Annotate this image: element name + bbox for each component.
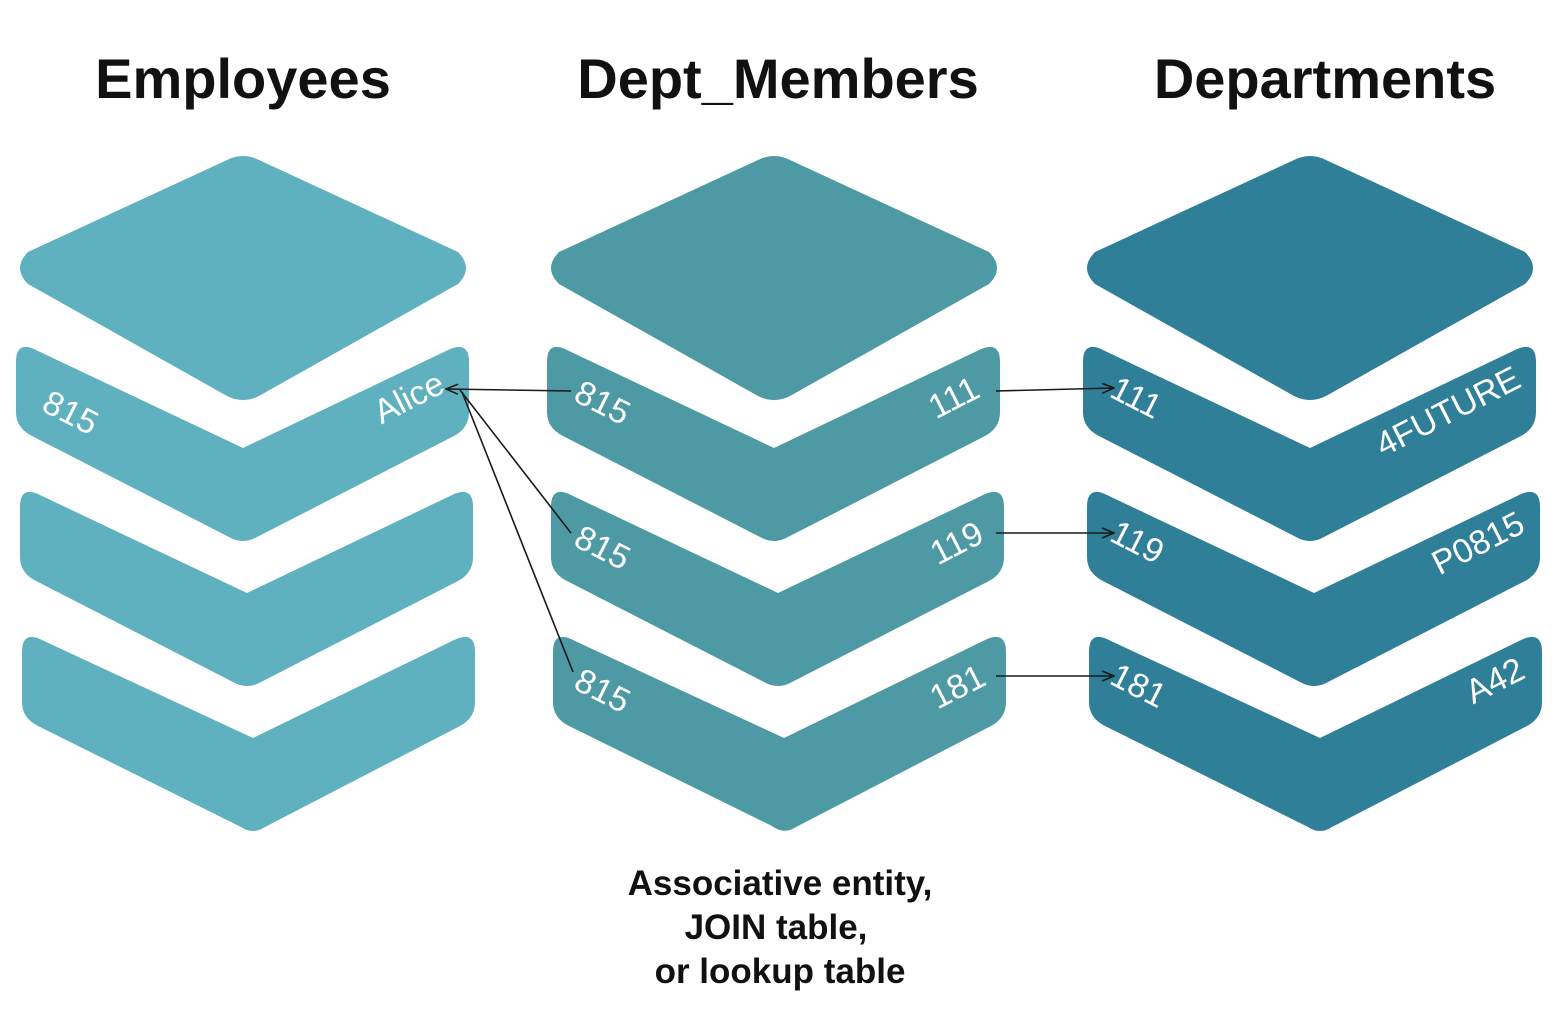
caption-line-2: JOIN table, [685,908,868,947]
dept-members-row-1 [547,346,1000,541]
departments-title: Departments [1154,47,1496,110]
departments-row-3 [1089,636,1542,831]
employees-row-3 [22,636,475,831]
employees-title: Employees [95,47,391,110]
employees-row-2 [20,491,473,686]
caption-line-1: Associative entity, [628,864,933,903]
link-member-3-to-employee [461,391,574,673]
dept-members-stack: 815 111 815 119 815 181 [547,156,1006,831]
relationship-arrows [446,388,1114,676]
employees-row-1 [16,346,469,541]
employees-top-layer [20,156,466,400]
dept-members-row-3 [553,636,1006,831]
dept-members-row-2 [551,491,1004,686]
dept-members-title: Dept_Members [577,47,978,110]
caption-line-3: or lookup table [655,952,906,991]
dept-members-top-layer [551,156,997,400]
departments-top-layer [1087,156,1533,400]
link-member-2-to-employee [459,389,572,534]
departments-row-1 [1083,346,1536,541]
employees-stack: 815 Alice [16,156,475,831]
arrow-111-to-department [995,388,1114,391]
arrow-member-1-to-employee [446,389,572,391]
departments-row-2 [1087,491,1540,686]
caption: Associative entity, JOIN table, or looku… [628,864,933,991]
departments-stack: 111 4FUTURE 119 P0815 181 A42 [1083,156,1542,831]
